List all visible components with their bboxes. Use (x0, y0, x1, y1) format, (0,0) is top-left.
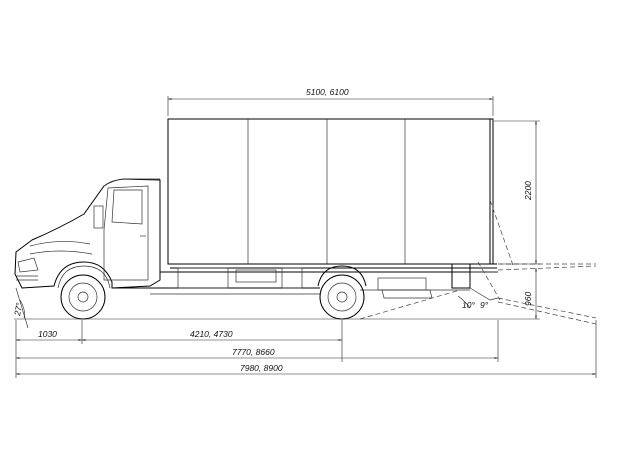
dim-wheelbase-label: 4210, 4730 (190, 329, 233, 339)
dim-body-height-label: 2200 (523, 181, 533, 201)
rear-dashed-lines (359, 199, 597, 325)
rear-wheel (319, 274, 365, 320)
chassis-frame (112, 263, 499, 301)
dim-length-rear-label: 7770, 8660 (232, 347, 275, 357)
dim-approach-angle-label: 27° (12, 301, 24, 317)
dim-front-overhang-label: 1030 (38, 329, 57, 339)
dim-overall-length-label: 7980, 8900 (240, 363, 283, 373)
dim-approach-angle: 27° (12, 287, 29, 329)
dim-departure-angle-b-label: 9° (480, 300, 489, 310)
dim-body-length: 5100, 6100 (167, 87, 494, 116)
dim-bottom-chain: 1030 4210, 4730 7770, 8660 7980, 8900 (15, 320, 597, 378)
dim-body-length-label: 5100, 6100 (306, 87, 349, 97)
cargo-box (167, 118, 497, 269)
dim-floor-height: 960 (500, 268, 540, 320)
dim-body-height: 2200 (494, 120, 540, 265)
dim-departure-angle-a-label: 10° (462, 300, 475, 310)
front-wheel (60, 274, 106, 320)
dim-departure-angles: 10° 9° (457, 295, 489, 310)
dim-floor-height-label: 960 (523, 292, 533, 306)
truck-cab (14, 178, 161, 289)
